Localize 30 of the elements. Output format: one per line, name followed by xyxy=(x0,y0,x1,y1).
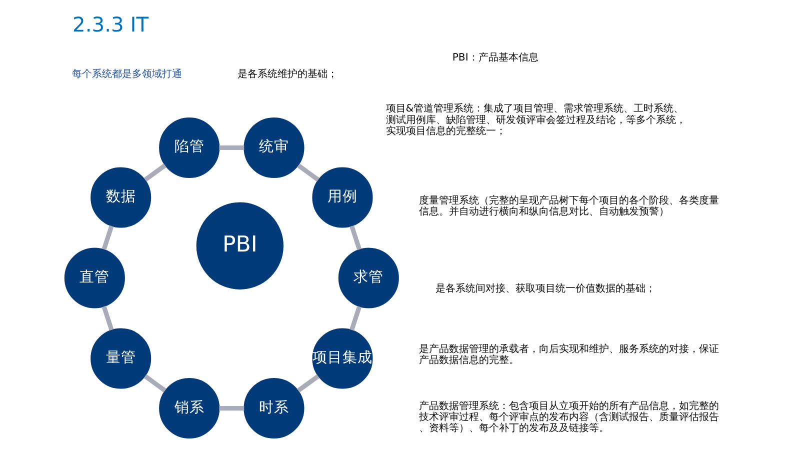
node-circle: 陷管 xyxy=(158,117,220,178)
connector xyxy=(218,406,244,411)
node-circle: 数据 xyxy=(90,167,151,228)
label: 度量管理系统（完整的呈现产品树下每个项目的各个阶段、各类度量信息。并自动进行横向和纵向信息对比、自动触发预警） xyxy=(418,195,718,218)
label: 产品数据管理系统：包含项目从立项开始的所有产品信息，如完整的技术评审过程、每个评审点的发布内容（含测试报告、质量评估报告、资料等）、每个补丁的发布及及链接等。 xyxy=(418,401,718,434)
node-circle: 销系 xyxy=(158,378,220,439)
node-circle: 直管 xyxy=(64,248,124,308)
label: 是各系统维护的基础； xyxy=(237,68,338,80)
node-circle: 量管 xyxy=(90,328,151,389)
label: 是产品数据管理的承载者，向后实现和维护、服务系统的对接，保证产品数据信息的完整。 xyxy=(418,344,718,366)
label: 每个系统都是多领域打通 xyxy=(72,68,182,80)
connector xyxy=(101,225,114,250)
connector xyxy=(296,374,319,392)
connector xyxy=(218,145,244,150)
node-circle: PBI xyxy=(196,202,283,290)
label: 项目&管道管理系统：集成了项目管理、需求管理系统、工时系统、测试用例库、缺陷管理、研发领评审会签过程及结论，等多个系统，实现项目信息的完整统一； xyxy=(385,104,686,137)
node-circle: 项目集成 xyxy=(312,328,372,389)
connector xyxy=(349,225,362,250)
node-circle: 求管 xyxy=(338,248,398,308)
connector xyxy=(143,374,166,392)
node-circle: 时系 xyxy=(243,378,304,439)
connector xyxy=(349,306,362,331)
label: PBI：产品基本信息 xyxy=(452,52,538,64)
node-circle: 用例 xyxy=(312,167,372,228)
node-circle: 统审 xyxy=(243,117,304,178)
connector xyxy=(101,306,114,331)
connector xyxy=(296,164,320,182)
label: 是各系统间对接、获取项目统一价值数据的基础； xyxy=(434,284,655,295)
diagram-title: 2.3.3 IT xyxy=(72,12,148,37)
connector xyxy=(143,164,166,182)
